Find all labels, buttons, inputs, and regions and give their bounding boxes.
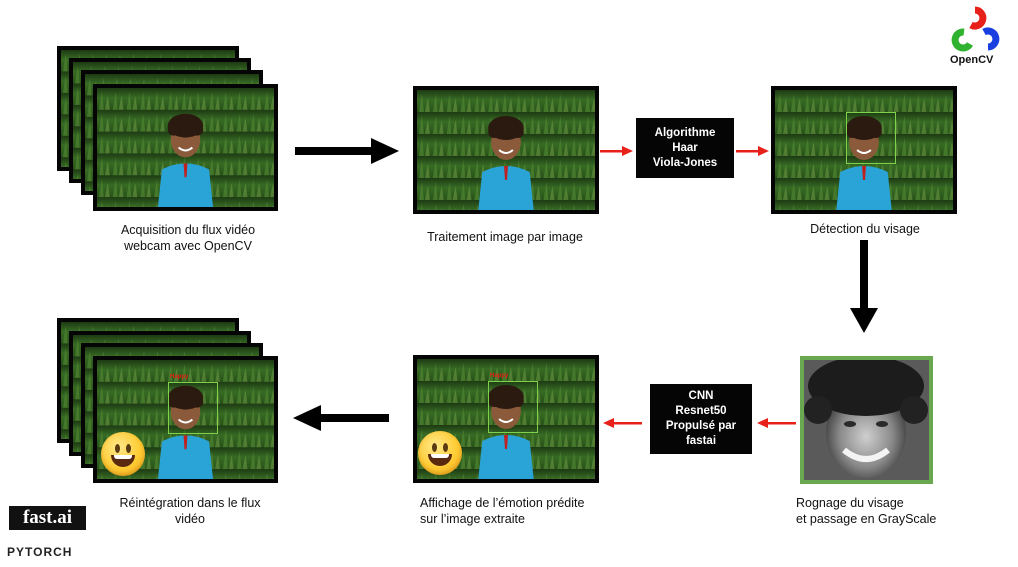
opencv-logo-text: OpenCV: [950, 54, 994, 66]
pytorch-logo-text: PYTORCH: [7, 545, 73, 559]
grayscale-face-image: [804, 360, 929, 480]
box-cnn-line: Propulsé par: [665, 420, 737, 432]
face-bounding-box: [846, 112, 896, 164]
face-bounding-box: [488, 381, 538, 433]
caption-acquisition: Acquisition du flux vidéo webcam avec Op…: [120, 223, 256, 253]
caption-detection: Détection du visage: [810, 222, 920, 236]
arrow-down-black: [850, 240, 878, 333]
arrow-red: [736, 146, 769, 156]
caption-affichage: Affichage de l’émotion prédite sur l’ima…: [420, 496, 585, 526]
opencv-logo: [951, 6, 1000, 52]
box-haar-line: Viola-Jones: [652, 156, 718, 169]
caption-rognage: Rognage du visage et passage en GrayScal…: [796, 496, 937, 526]
pytorch-logo: PYTORCH: [7, 545, 72, 559]
box-haar-line: Haar: [672, 141, 698, 154]
caption-traitement: Traitement image par image: [427, 230, 583, 244]
smiley-emoji: [418, 431, 462, 475]
box-haar-line: Algorithme: [654, 126, 716, 139]
caption-reintegration: Réintégration dans le flux vidéo: [119, 496, 261, 526]
arrow-red: [600, 146, 633, 156]
face-bounding-box: [168, 382, 218, 434]
frame-grayscale-face: [800, 356, 933, 484]
box-cnn-line: fastai: [685, 435, 717, 447]
fastai-logo: fast.ai: [9, 506, 86, 530]
frame-traitement: [413, 86, 599, 214]
fastai-logo-text: fast.ai: [22, 507, 73, 528]
arrow-left-black: [293, 405, 389, 431]
box-haar: Algorithme Haar Viola-Jones: [636, 118, 734, 178]
emotion-label: Happy: [170, 374, 189, 380]
smiley-emoji: [101, 432, 145, 476]
box-cnn-line: CNN: [688, 390, 714, 402]
video-frame: [93, 84, 278, 211]
frame-detection: [771, 86, 957, 214]
emotion-label: Happy: [490, 373, 509, 379]
arrow-red-left: [757, 418, 796, 428]
box-cnn-line: Resnet50: [675, 405, 727, 417]
arrow-right-black: [295, 138, 399, 164]
box-cnn: CNN Resnet50 Propulsé par fastai: [650, 384, 752, 454]
arrow-red-left: [603, 418, 642, 428]
